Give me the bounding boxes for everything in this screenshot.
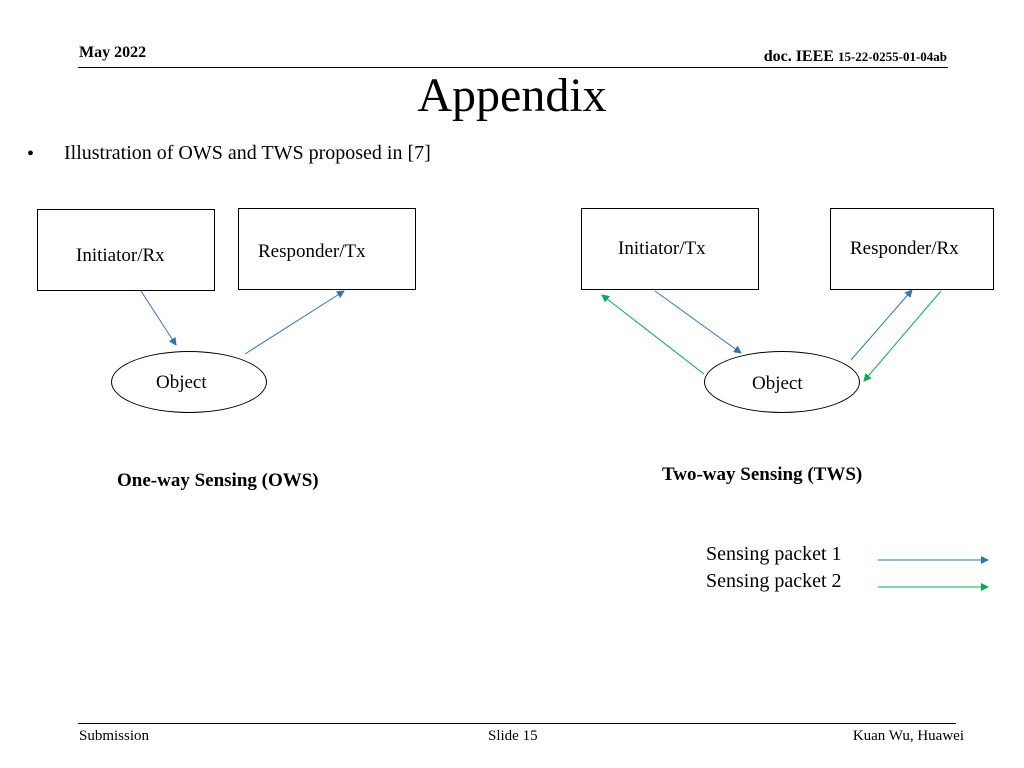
tws-responder-box: Responder/Rx [830, 208, 994, 290]
tws-arrow-initiator-to-object [654, 290, 742, 354]
tws-arrow-object-to-responder [850, 289, 913, 361]
ows-object-oval: Object [111, 351, 267, 413]
tws-responder-label: Responder/Rx [850, 238, 959, 259]
tws-caption: Two-way Sensing (TWS) [662, 464, 863, 485]
bullet-marker: • [27, 143, 35, 165]
doc-number: 15-22-0255-01-04ab [837, 49, 947, 64]
doc-prefix: doc. IEEE [763, 48, 838, 65]
ows-caption: One-way Sensing (OWS) [117, 470, 319, 491]
footer-rule [78, 723, 956, 724]
ows-arrow-initiator-to-object [140, 290, 177, 346]
footer-slide-number: Slide 15 [488, 728, 538, 744]
ows-initiator-box: Initiator/Rx [37, 209, 215, 291]
footer-author: Kuan Wu, Huawei [852, 728, 964, 744]
header-rule [78, 67, 948, 68]
tws-initiator-label: Initiator/Tx [618, 238, 706, 259]
legend-label-packet1: Sensing packet 1 [706, 543, 842, 565]
legend-label-packet2: Sensing packet 2 [706, 570, 842, 592]
bullet-text: Illustration of OWS and TWS proposed in … [64, 142, 431, 164]
tws-arrow-object-to-initiator [601, 294, 705, 375]
ows-responder-box: Responder/Tx [238, 208, 416, 290]
tws-arrow-responder-to-object [863, 290, 942, 382]
header-date: May 2022 [79, 44, 147, 61]
tws-object-label: Object [752, 373, 803, 394]
ows-initiator-label: Initiator/Rx [76, 245, 165, 266]
tws-initiator-box: Initiator/Tx [581, 208, 759, 290]
slide-title: Appendix [417, 69, 607, 122]
ows-arrow-object-to-responder [244, 290, 345, 355]
tws-object-oval: Object [704, 351, 860, 413]
ows-object-label: Object [156, 372, 207, 393]
ows-responder-label: Responder/Tx [258, 241, 366, 262]
header-doc-id: doc. IEEE 15-22-0255-01-04ab [764, 48, 947, 66]
footer-submission: Submission [79, 728, 150, 744]
